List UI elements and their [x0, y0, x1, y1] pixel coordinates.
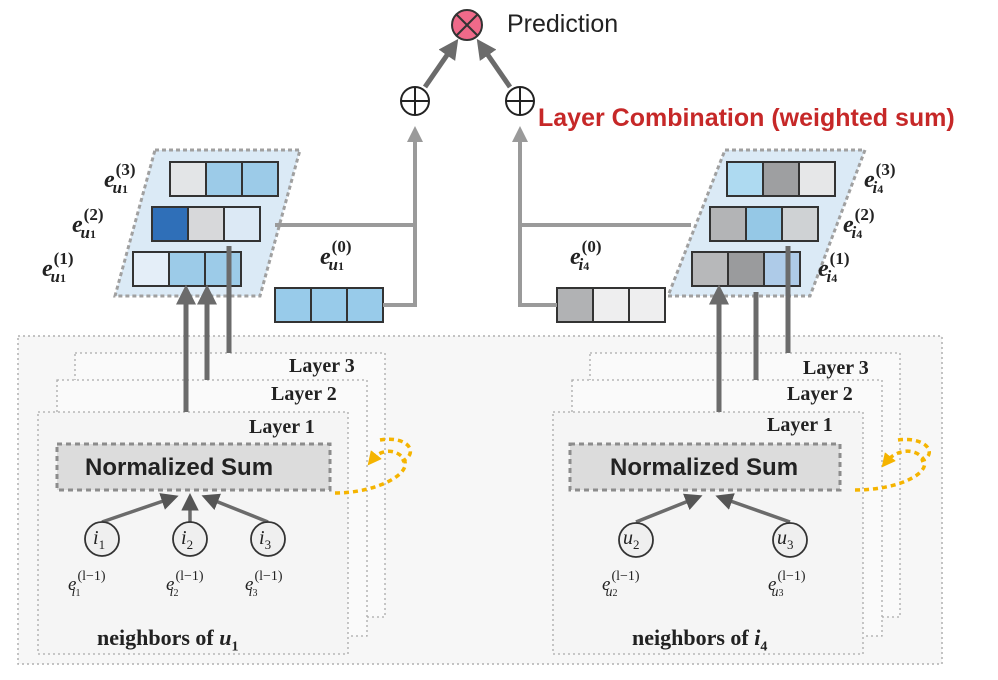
left-emb-row-layer3-cell-3	[241, 161, 279, 197]
left-aggregation-arrows	[101, 493, 269, 524]
left-emb-row-layer2-cell-2	[187, 206, 225, 242]
left-emb-label-layer3: e(3)u1	[104, 160, 136, 197]
left-neighbors-caption: neighbors of u1	[97, 625, 239, 655]
left-node-1	[84, 521, 120, 557]
right-circle-plus-icon	[505, 86, 535, 116]
left-layer2-label: Layer 2	[271, 383, 337, 405]
left-emb-row-layer3-cell-2	[205, 161, 243, 197]
right-emb-row-layer1-cell-1	[691, 251, 729, 287]
left-node-2-label: i2	[181, 527, 194, 552]
right-emb-row-layer2-cell-3	[781, 206, 819, 242]
right-e0-line	[518, 225, 557, 307]
right-node-2-label: u3	[777, 527, 794, 552]
right-emb-row-layer3-cell-1	[726, 161, 764, 197]
right-emb-row-layer2-cell-1	[709, 206, 747, 242]
right-neighbors-caption: neighbors of i4	[632, 625, 768, 655]
left-emb-row-layer2-cell-3	[223, 206, 261, 242]
right-emb-row-layer0-cell-2	[592, 287, 630, 323]
left-layer1-label: Layer 1	[249, 416, 315, 438]
right-emb-row-layer3	[726, 161, 836, 197]
left-emb-label-layer2: e(2)u1	[72, 205, 104, 242]
layer-combination-label: Layer Combination (weighted sum)	[538, 104, 955, 132]
left-emb-row-layer2	[151, 206, 261, 242]
left-combo-line	[275, 126, 423, 227]
left-emb-row-layer1-cell-2	[168, 251, 206, 287]
right-emb-row-layer1	[691, 251, 801, 287]
left-emb-row-layer1	[132, 251, 242, 287]
right-emb-label-layer2: e(2)i4	[843, 205, 875, 242]
left-emb-row-layer0	[274, 287, 384, 323]
right-layer2-label: Layer 2	[787, 383, 853, 405]
right-combo-line	[512, 126, 691, 227]
left-emb-row-layer0-cell-2	[310, 287, 348, 323]
right-normalized-sum-label: Normalized Sum	[610, 454, 799, 481]
right-layer3-label: Layer 3	[803, 357, 869, 379]
left-emb-row-layer1-cell-3	[204, 251, 242, 287]
right-emb-row-layer0-cell-3	[628, 287, 666, 323]
right-emb-row-layer3-cell-2	[762, 161, 800, 197]
left-node-3-label: i3	[259, 527, 272, 552]
left-node-3	[250, 521, 286, 557]
left-node-3-embedding: e(l−1)i3	[245, 569, 283, 600]
right-emb-label-layer3: e(3)i4	[864, 160, 896, 197]
right-normalized-sum-box	[568, 442, 842, 492]
right-emb-row-layer2	[709, 206, 819, 242]
left-normalized-sum-box	[55, 442, 332, 492]
right-emb-label-layer0: e(0)i4	[570, 237, 602, 274]
right-emb-row-layer0-cell-1	[556, 287, 594, 323]
left-node-1-label: i1	[93, 527, 106, 552]
left-recurrence-arrows	[334, 437, 413, 495]
right-node-1	[618, 522, 654, 558]
left-node-1-embedding: e(l−1)i1	[68, 569, 106, 600]
left-to-prediction-line	[422, 38, 459, 89]
right-node-2	[772, 522, 808, 558]
left-normalized-sum-label: Normalized Sum	[85, 454, 274, 481]
right-emb-row-layer0	[556, 287, 666, 323]
right-node-1-label: u2	[623, 527, 640, 552]
left-emb-row-layer3	[169, 161, 279, 197]
right-emb-row-layer3-cell-3	[798, 161, 836, 197]
right-layer1-label: Layer 1	[767, 414, 833, 436]
right-emb-row-layer2-cell-2	[745, 206, 783, 242]
right-emb-label-layer1: e(1)i4	[818, 249, 850, 286]
right-emb-row-layer1-cell-2	[727, 251, 765, 287]
left-emb-row-layer3-cell-1	[169, 161, 207, 197]
right-to-prediction-line	[476, 38, 513, 89]
left-node-2-embedding: e(l−1)i2	[166, 569, 204, 600]
prediction-label: Prediction	[507, 10, 619, 38]
left-node-2	[172, 521, 208, 557]
right-recurrence-arrows	[854, 437, 931, 492]
right-node-1-embedding: e(l−1)u2	[602, 569, 640, 600]
left-emb-label-layer0: e(0)u1	[320, 237, 352, 274]
right-aggregation-arrows	[635, 493, 791, 524]
prediction-circle-times-icon	[451, 9, 483, 41]
left-emb-label-layer1: e(1)u1	[42, 249, 74, 286]
right-node-2-embedding: e(l−1)u3	[768, 569, 806, 600]
left-emb-row-layer0-cell-1	[274, 287, 312, 323]
left-circle-plus-icon	[400, 86, 430, 116]
left-layer3-label: Layer 3	[289, 355, 355, 377]
left-emb-row-layer1-cell-1	[132, 251, 170, 287]
right-emb-row-layer1-cell-3	[763, 251, 801, 287]
left-e0-line	[383, 225, 417, 307]
left-emb-row-layer0-cell-3	[346, 287, 384, 323]
left-emb-row-layer2-cell-1	[151, 206, 189, 242]
